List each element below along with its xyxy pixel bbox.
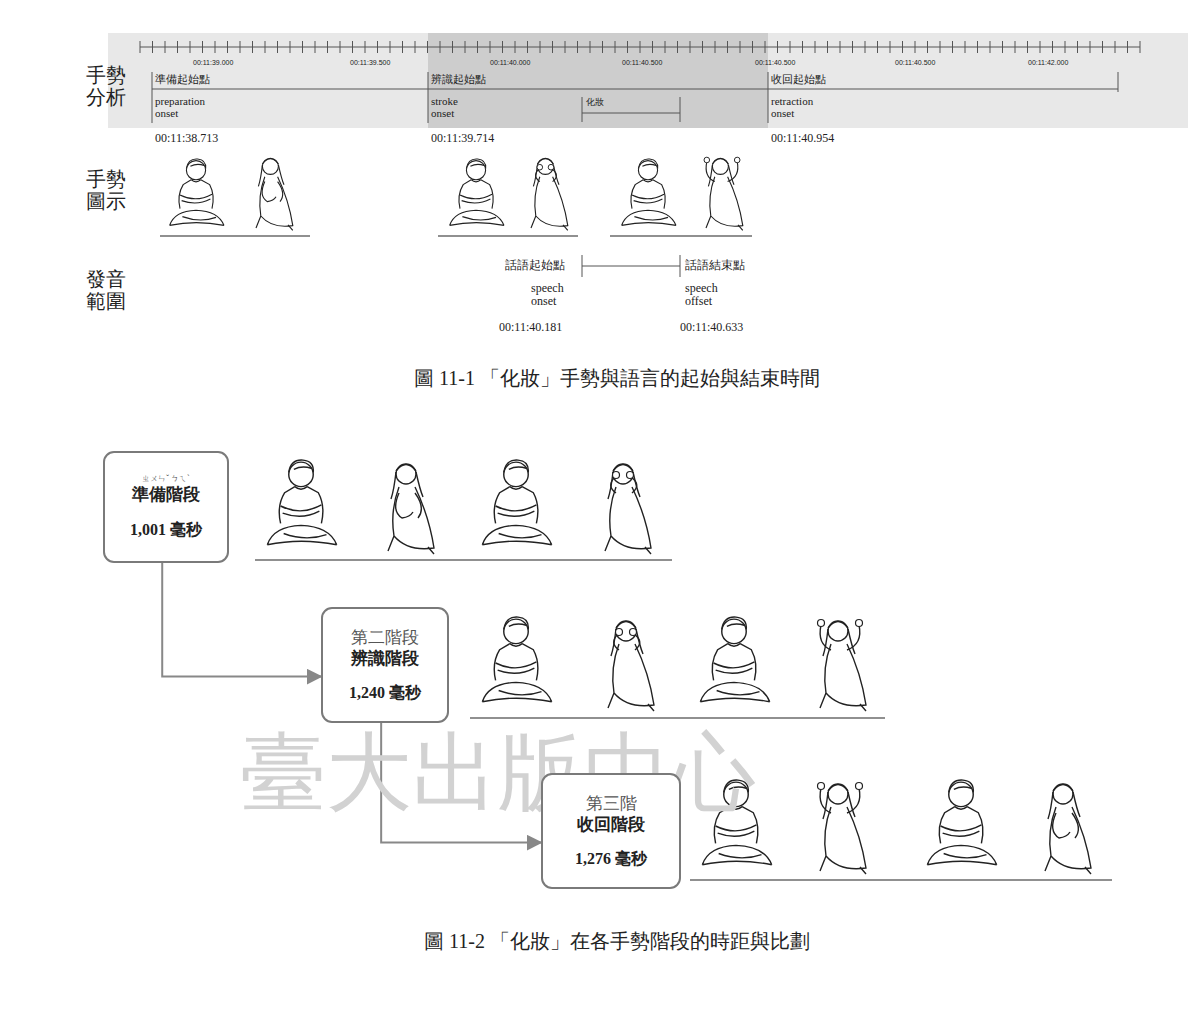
timestamp: 00:11:38.713 xyxy=(155,132,218,145)
ground-line xyxy=(160,235,310,236)
timeline-band xyxy=(108,33,1188,128)
ground-line xyxy=(438,235,578,236)
row-label: 手勢圖示 xyxy=(86,168,127,212)
gesture-sketch xyxy=(160,157,752,236)
annotation-bracket xyxy=(582,97,680,122)
stage-text: 辨識階段 xyxy=(351,648,419,669)
ground-line xyxy=(255,559,672,560)
stage-connector xyxy=(162,563,321,677)
time-tick-label: 00:11:39.000 xyxy=(193,59,233,66)
time-tick-label: 00:11:40.500 xyxy=(755,59,795,66)
figure-caption: 圖 11-1 「化妝」手勢與語言的起始與結束時間 xyxy=(414,368,820,389)
tier-label: retraction onset xyxy=(771,96,833,119)
speech-label: 話語起始點 xyxy=(505,259,565,272)
speech-bracket xyxy=(582,255,680,277)
tier-label: 準備起始點 xyxy=(155,74,210,86)
timestamp: 00:11:39.714 xyxy=(431,132,494,145)
row-label: 發音範圍 xyxy=(86,268,127,312)
ground-line xyxy=(470,717,885,718)
row-label: 手勢分析 xyxy=(86,64,127,108)
man-figure xyxy=(482,460,551,545)
tier-label: 辨識起始點 xyxy=(431,74,486,86)
time-ruler xyxy=(140,41,1140,53)
timestamp: 00:11:40.633 xyxy=(680,321,743,334)
duration-text: 1,240 毫秒 xyxy=(349,683,421,703)
stage-text: 收回階段 xyxy=(577,814,645,835)
man-figure xyxy=(622,159,676,225)
woman-figure xyxy=(818,783,867,875)
man-figure xyxy=(170,159,224,225)
stage-text: 準備階段 xyxy=(132,484,200,505)
woman-figure xyxy=(531,158,568,230)
speech-label: 話語結束點 xyxy=(685,259,745,272)
timestamp: 00:11:40.954 xyxy=(771,132,834,145)
speech-label: speech onset xyxy=(531,282,577,307)
woman-figure xyxy=(704,157,743,230)
stage-text: 第二階段 xyxy=(351,627,419,648)
time-tick-label: 00:11:40.500 xyxy=(622,59,662,66)
woman-figure xyxy=(1045,784,1091,874)
stage-box: 第三階收回階段 1,276 毫秒 xyxy=(541,773,681,889)
man-figure xyxy=(267,460,336,545)
woman-figure xyxy=(818,620,867,712)
ground-line xyxy=(610,235,752,236)
stage-box: 第二階段辨識階段 1,240 毫秒 xyxy=(321,607,449,723)
woman-figure xyxy=(608,621,654,711)
speech-label: speech offset xyxy=(685,282,731,307)
tier-label: preparation onset xyxy=(155,96,227,119)
woman-figure xyxy=(605,464,651,554)
tier-line xyxy=(152,72,1118,123)
tier-label: stroke onset xyxy=(431,96,477,119)
tier-label: 收回起始點 xyxy=(771,74,826,86)
woman-figure xyxy=(388,464,434,554)
man-figure xyxy=(927,780,996,865)
figure-caption: 圖 11-2 「化妝」在各手勢階段的時距與比劃 xyxy=(424,931,810,952)
time-tick-label: 00:11:42.000 xyxy=(1028,59,1068,66)
duration-text: 1,001 毫秒 xyxy=(130,520,202,540)
stage-text: ㄓㄨㄣˇ ㄅㄟˋ xyxy=(142,474,189,484)
annotation-label: 化妝 xyxy=(586,98,604,107)
man-figure xyxy=(450,159,504,225)
ground-line xyxy=(690,879,1112,880)
timestamp: 00:11:40.181 xyxy=(499,321,562,334)
woman-figure xyxy=(256,158,293,230)
time-tick-label: 00:11:40.000 xyxy=(490,59,530,66)
man-figure xyxy=(700,617,769,702)
time-tick-label: 00:11:39.500 xyxy=(350,59,390,66)
man-figure xyxy=(482,617,551,702)
stage-text: 第三階 xyxy=(586,793,637,814)
stage-box: ㄓㄨㄣˇ ㄅㄟˋ準備階段 1,001 毫秒 xyxy=(103,451,229,563)
duration-text: 1,276 毫秒 xyxy=(575,849,647,869)
time-tick-label: 00:11:40.500 xyxy=(895,59,935,66)
